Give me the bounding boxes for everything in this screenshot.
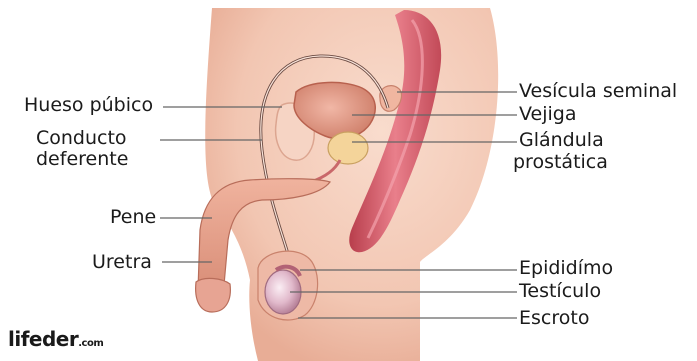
prostate-gland xyxy=(328,132,368,164)
label-conducto-line1: Conducto xyxy=(36,129,127,148)
label-uretra: Uretra xyxy=(92,253,152,272)
label-pene: Pene xyxy=(110,208,156,227)
lifeder-logo: lifeder.com xyxy=(8,327,103,351)
label-hueso-pubico: Hueso púbico xyxy=(24,96,153,115)
label-glandula-line2: prostática xyxy=(513,153,608,172)
label-escroto: Escroto xyxy=(519,309,589,328)
glans xyxy=(196,278,231,312)
label-glandula-line1: Glándula xyxy=(519,131,604,150)
label-conducto-line2: deferente xyxy=(36,150,128,169)
logo-suffix: .com xyxy=(78,338,103,349)
label-epididimo: Epididímo xyxy=(519,259,613,278)
label-vejiga: Vejiga xyxy=(519,105,576,124)
label-vesicula-seminal: Vesícula seminal xyxy=(519,82,677,101)
logo-text: lifeder xyxy=(8,327,78,351)
label-testiculo: Testículo xyxy=(519,282,601,301)
